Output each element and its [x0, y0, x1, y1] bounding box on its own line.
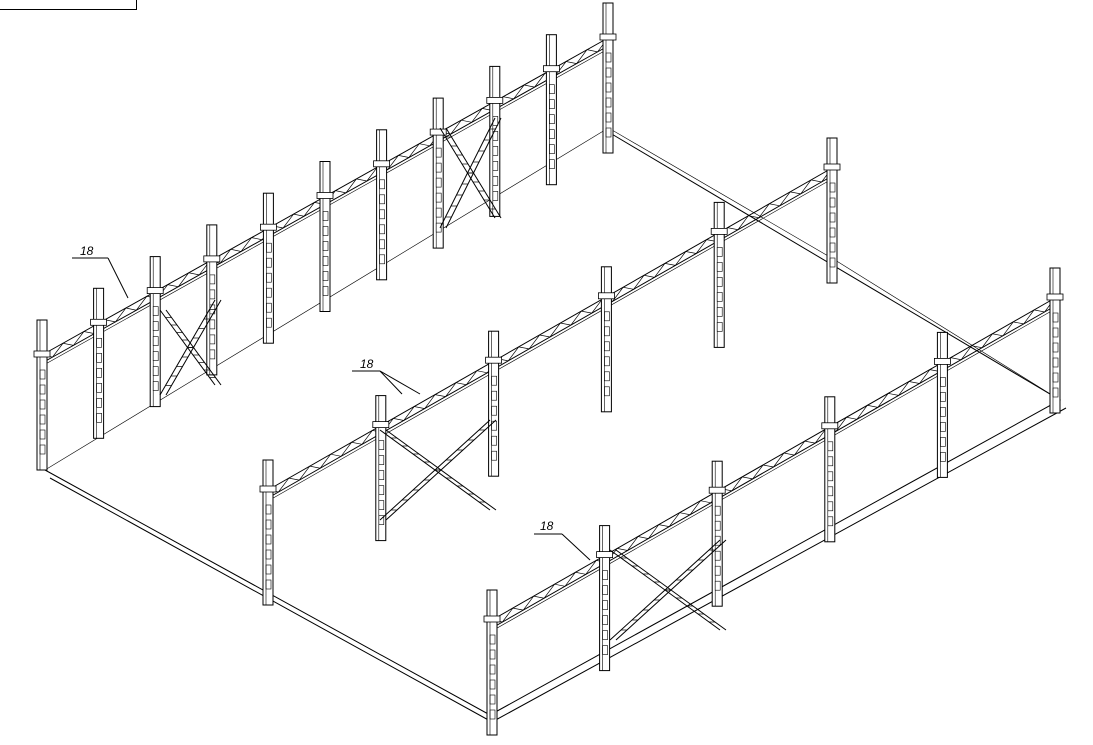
column-shaft — [262, 459, 274, 606]
column — [203, 224, 221, 376]
column-shaft — [319, 161, 331, 312]
column-shaft — [600, 266, 612, 413]
bracing-ladders — [159, 117, 727, 641]
column — [543, 34, 560, 186]
column — [483, 589, 501, 736]
callout-3: 18 — [534, 519, 591, 561]
column-shaft — [432, 97, 444, 249]
column-shaft — [1049, 267, 1061, 414]
row-front — [483, 267, 1064, 736]
column-shaft — [375, 395, 387, 542]
callout-2-label: 18 — [360, 357, 374, 371]
column — [599, 2, 617, 154]
cross-brace — [379, 419, 497, 521]
column — [710, 201, 728, 348]
column-shaft — [602, 2, 614, 154]
column — [259, 192, 277, 344]
column — [259, 459, 277, 606]
corner-stamp — [0, 0, 137, 10]
column-shaft — [936, 331, 948, 478]
column — [934, 331, 951, 478]
column — [1046, 267, 1064, 414]
column — [90, 287, 107, 439]
column-shaft — [376, 129, 388, 281]
column-shaft — [262, 192, 274, 344]
column-shaft — [149, 256, 161, 408]
cross-brace — [159, 299, 222, 396]
column — [316, 161, 334, 312]
callout-3-label: 18 — [540, 519, 554, 533]
column-shaft — [486, 589, 498, 736]
frame-rows — [33, 2, 1064, 736]
truss-web — [491, 297, 1056, 623]
column — [598, 266, 615, 413]
row-middle — [259, 137, 841, 606]
truss-top-chord — [267, 167, 833, 491]
truss-flange — [267, 178, 833, 502]
truss-flange — [491, 308, 1056, 632]
truss-top-chord — [491, 297, 1056, 621]
column-shaft — [599, 525, 611, 672]
column — [821, 396, 839, 543]
callout-1-label: 18 — [80, 244, 94, 258]
column-shaft — [545, 34, 557, 186]
column — [429, 97, 447, 249]
column — [708, 460, 726, 607]
column-shaft — [36, 319, 48, 471]
column — [372, 395, 390, 542]
column — [373, 129, 391, 281]
callout-1: 18 — [72, 244, 129, 299]
column — [823, 137, 841, 284]
row-back — [33, 2, 617, 471]
column — [146, 256, 164, 408]
column-shaft — [93, 287, 105, 439]
cross-brace — [439, 117, 502, 229]
truss-web — [267, 167, 833, 493]
column-shaft — [824, 396, 836, 543]
column-shaft — [488, 330, 500, 477]
column-shaft — [713, 201, 725, 348]
column-shaft — [826, 137, 838, 284]
cross-brace — [609, 539, 727, 641]
floor-outline — [44, 129, 1067, 723]
column-shaft — [206, 224, 218, 376]
column — [33, 319, 51, 471]
column-shaft — [489, 65, 501, 217]
callout-2: 18 — [352, 357, 421, 395]
column — [485, 330, 503, 477]
column — [596, 525, 613, 672]
column-shaft — [711, 460, 723, 607]
